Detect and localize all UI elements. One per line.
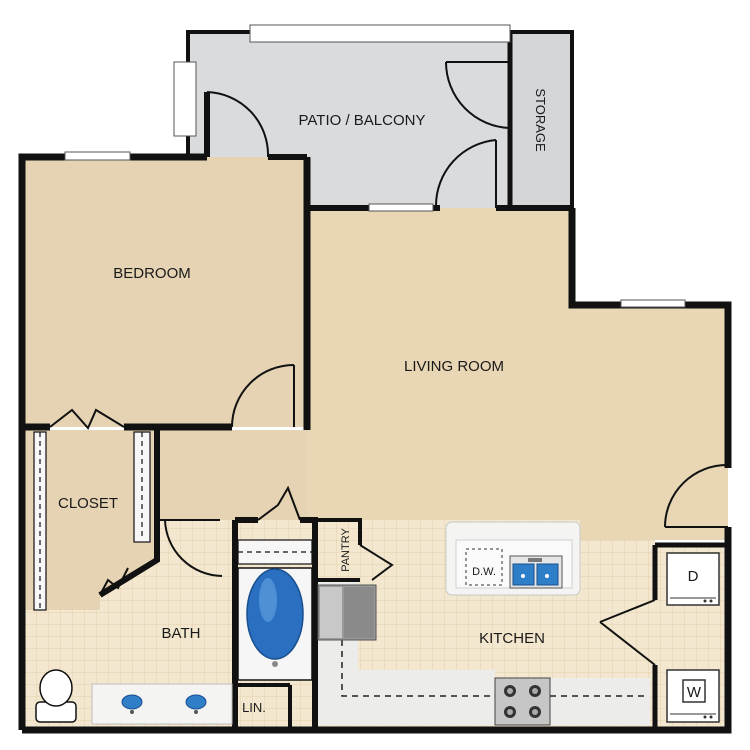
kitchen-counter	[318, 580, 650, 725]
pantry-label: PANTRY	[340, 528, 352, 572]
living-room-label: LIVING ROOM	[404, 358, 504, 375]
bath-label: BATH	[162, 625, 201, 642]
washer	[666, 669, 720, 723]
patio-floor	[188, 32, 572, 210]
vanity	[91, 683, 233, 725]
bedroom-label: BEDROOM	[113, 265, 191, 282]
linen-label: LIN.	[242, 700, 266, 715]
windows	[64, 24, 686, 308]
dryer	[666, 552, 720, 606]
storage-floor	[512, 34, 570, 208]
washer-label: W	[687, 684, 702, 701]
dishwasher	[465, 548, 503, 586]
dishwasher-label: D.W.	[472, 566, 496, 578]
bedroom-floor	[22, 157, 307, 427]
bathtub	[237, 567, 313, 681]
storage-label: STORAGE	[533, 88, 548, 152]
stove	[494, 677, 551, 726]
kitchen-sink	[509, 555, 563, 589]
refrigerator	[317, 584, 377, 641]
closet-label: CLOSET	[58, 495, 118, 512]
toilet	[35, 669, 77, 723]
doors	[49, 61, 729, 666]
dryer-label: D	[688, 568, 699, 585]
linen-shelving	[237, 539, 313, 565]
closet-shelving	[33, 431, 151, 611]
kitchen-label: KITCHEN	[479, 630, 545, 647]
patio-label: PATIO / BALCONY	[299, 112, 426, 129]
